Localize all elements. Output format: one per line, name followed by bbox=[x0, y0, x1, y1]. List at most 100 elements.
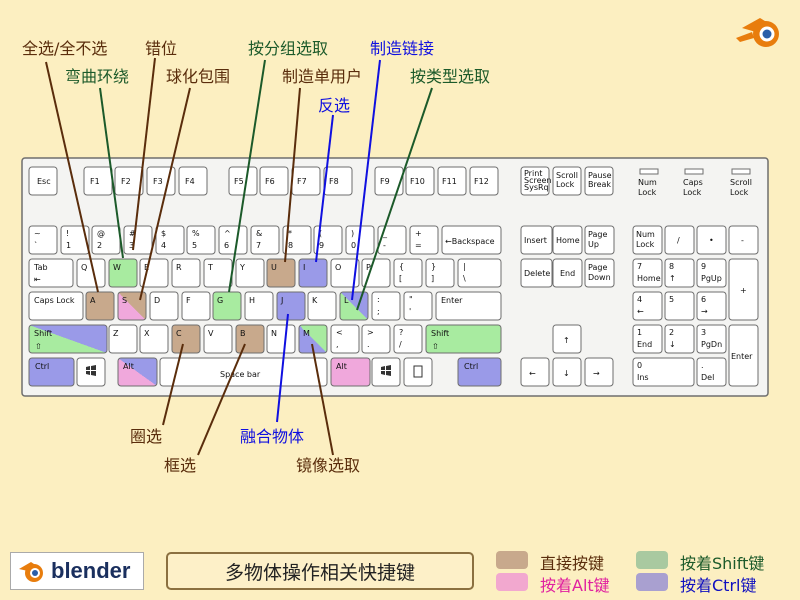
key-lbr: {[ bbox=[393, 258, 423, 288]
legend-direct: 直接按键 bbox=[540, 554, 605, 573]
key-f10: F10 bbox=[405, 166, 435, 196]
key-lwin bbox=[76, 357, 106, 387]
key-k-label: K bbox=[312, 296, 318, 305]
key-y-label: Y bbox=[239, 263, 245, 272]
key-pause-label: Break bbox=[588, 180, 611, 189]
key-d: D bbox=[149, 291, 179, 321]
key-f8-label: F8 bbox=[329, 177, 339, 186]
key-pause-label: Pause bbox=[588, 171, 612, 180]
key-np5: 5 bbox=[664, 291, 695, 321]
windows-icon bbox=[381, 365, 391, 376]
callout-join: 融合物体 bbox=[240, 427, 305, 446]
key-tilde: ~` bbox=[28, 225, 58, 255]
key-print-label: SysRq bbox=[524, 183, 549, 192]
key-np2-label: ↓ bbox=[669, 340, 676, 349]
callout-line-group-select bbox=[228, 59, 266, 293]
key-equal-label: + bbox=[415, 229, 422, 238]
callout-shear: 错位 bbox=[145, 39, 178, 58]
key-s-label: S bbox=[122, 296, 127, 305]
key-f3-label: F3 bbox=[153, 177, 163, 186]
key-x-label: X bbox=[144, 329, 150, 338]
key-enter: Enter bbox=[435, 291, 502, 321]
key-u: U bbox=[266, 258, 296, 288]
key-f6: F6 bbox=[259, 166, 289, 196]
key-space: Space bar bbox=[159, 357, 328, 387]
legend-shift: 按着Shift键 bbox=[680, 554, 765, 573]
key-p-label: P bbox=[366, 263, 371, 272]
indicator-num-label: Lock bbox=[638, 188, 657, 197]
key-rshift-label: Shift bbox=[431, 329, 449, 338]
callout-to-sphere: 球化包围 bbox=[166, 67, 231, 86]
key-n7: &7 bbox=[250, 225, 280, 255]
key-a-label: A bbox=[90, 296, 96, 305]
key-z: Z bbox=[108, 324, 138, 354]
blender-logo-text: blender bbox=[51, 558, 131, 583]
indicator-caps-label: Caps bbox=[683, 178, 703, 187]
key-i: I bbox=[298, 258, 328, 288]
key-v-label: V bbox=[208, 329, 214, 338]
key-np8-label: ↑ bbox=[669, 274, 676, 283]
key-np6-label: → bbox=[701, 307, 708, 316]
key-z-label: Z bbox=[113, 329, 119, 338]
key-capslock-label: Caps Lock bbox=[34, 296, 75, 305]
key-period-label: > bbox=[367, 328, 374, 337]
callout-line-shear bbox=[132, 57, 156, 251]
key-np9-label: PgUp bbox=[701, 274, 722, 283]
key-n3-label: 3 bbox=[129, 241, 134, 250]
key-w: W bbox=[108, 258, 138, 288]
key-semi: :; bbox=[371, 291, 401, 321]
key-comma-label: , bbox=[336, 340, 339, 349]
key-n1: !1 bbox=[60, 225, 90, 255]
key-np_enter-label: Enter bbox=[731, 352, 753, 361]
key-f11-label: F11 bbox=[442, 177, 457, 186]
callout-border-select: 框选 bbox=[164, 456, 197, 475]
key-b: B bbox=[235, 324, 265, 354]
key-menu bbox=[403, 357, 433, 387]
key-tilde-label: ~ bbox=[34, 229, 41, 238]
blender-icon bbox=[736, 18, 779, 47]
key-p: P bbox=[361, 258, 391, 288]
key-arrow_left: ← bbox=[520, 357, 550, 387]
key-np_div-label: / bbox=[677, 236, 680, 245]
key-np5-label: 5 bbox=[669, 295, 674, 304]
callout-make-links: 制造链接 bbox=[370, 39, 435, 58]
key-np3-label: PgDn bbox=[701, 340, 722, 349]
key-n9-label: ( bbox=[319, 229, 322, 238]
key-semi-label: ; bbox=[377, 307, 380, 316]
key-n8-label: 8 bbox=[288, 241, 293, 250]
key-a: A bbox=[85, 291, 115, 321]
key-n5-label: 5 bbox=[192, 241, 197, 250]
key-n4-label: $ bbox=[161, 229, 166, 238]
key-tab: Tab⇤ bbox=[28, 258, 74, 288]
key-rshift: Shift⇧ bbox=[425, 324, 502, 354]
key-end-label: End bbox=[560, 269, 575, 278]
key-delete: Delete bbox=[520, 258, 553, 288]
page-title: 多物体操作相关快捷键 bbox=[166, 552, 474, 590]
key-n2-label: 2 bbox=[97, 241, 102, 250]
key-h-label: H bbox=[249, 296, 255, 305]
key-f4-label: F4 bbox=[185, 177, 195, 186]
callout-line-circle-select bbox=[162, 343, 184, 426]
key-rbr: }] bbox=[425, 258, 455, 288]
indicator-caps-label: Lock bbox=[683, 188, 702, 197]
callout-line-invert bbox=[315, 114, 334, 263]
key-rbr-label: } bbox=[431, 262, 436, 271]
key-np_enter: Enter bbox=[728, 324, 759, 387]
key-k: K bbox=[307, 291, 337, 321]
key-ralt: Alt bbox=[330, 357, 371, 387]
key-rwin bbox=[371, 357, 401, 387]
key-v: V bbox=[203, 324, 233, 354]
key-scroll-label: Scroll bbox=[556, 171, 578, 180]
key-lctrl: Ctrl bbox=[28, 357, 75, 387]
key-npdot: .Del bbox=[696, 357, 727, 387]
key-f3: F3 bbox=[146, 166, 176, 196]
key-f5: F5 bbox=[228, 166, 258, 196]
key-g: G bbox=[212, 291, 242, 321]
blender-logo: blender bbox=[10, 552, 144, 590]
key-home-label: Home bbox=[556, 236, 580, 245]
